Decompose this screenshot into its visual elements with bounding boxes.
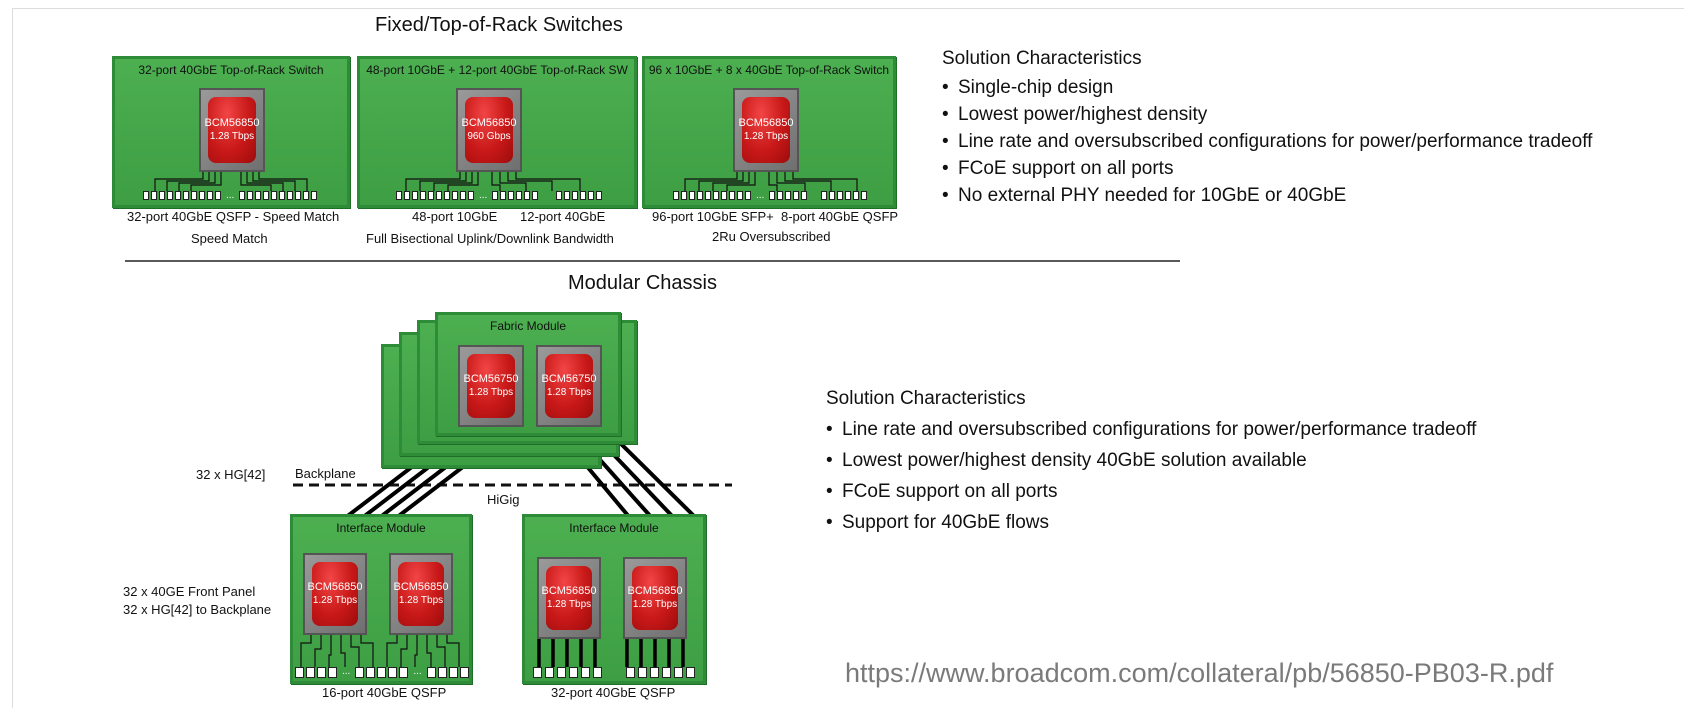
- interface-chip: BCM56850 1.28 Tbps: [389, 553, 453, 635]
- chip-speed: 1.28 Tbps: [546, 599, 592, 610]
- fabric-chip: BCM56750 1.28 Tbps: [536, 345, 602, 427]
- trace-lines: [154, 172, 308, 191]
- board-caption-sub: Speed Match: [191, 231, 268, 246]
- characteristic-item: No external PHY needed for 10GbE or 40Gb…: [942, 182, 1592, 209]
- characteristics-heading: Solution Characteristics: [826, 388, 1026, 409]
- interface-chip: BCM56850 1.28 Tbps: [303, 553, 367, 635]
- characteristic-item: FCoE support on all ports: [942, 155, 1592, 182]
- fabric-module: Fabric Module BCM56750 1.28 Tbps BCM56750…: [435, 312, 621, 436]
- switch-chip: BCM56850 1.28 Tbps: [199, 88, 265, 172]
- board-caption-sub: 2Ru Oversubscribed: [712, 229, 831, 244]
- port-row: ...: [143, 191, 318, 201]
- trace-lines: [684, 172, 858, 191]
- module-caption: 32-port 40GbE QSFP: [551, 685, 676, 700]
- board-caption-left: 48-port 10GbE: [412, 209, 498, 224]
- front-panel-label: 32 x 40GE Front Panel: [123, 584, 256, 599]
- chip-name: BCM56850: [204, 117, 260, 129]
- switch-chip: BCM56850 960 Gbps: [456, 88, 522, 172]
- hg-label: 32 x HG[42]: [196, 467, 266, 482]
- chip-speed: 1.28 Tbps: [398, 595, 444, 606]
- board-caption-right: 12-port 40GbE: [520, 209, 606, 224]
- module-title: Fabric Module: [489, 319, 567, 333]
- board-caption-sub: Full Bisectional Uplink/Downlink Bandwid…: [366, 231, 614, 246]
- chip-speed: 1.28 Tbps: [312, 595, 358, 606]
- chip-name: BCM56750: [541, 373, 597, 385]
- port-row-40gbe: [556, 191, 602, 200]
- chip-speed: 1.28 Tbps: [632, 599, 678, 610]
- characteristic-item: Support for 40GbE flows: [826, 507, 1476, 538]
- board-caption: 32-port 40GbE QSFP - Speed Match: [127, 209, 340, 224]
- board-caption-right: 8-port 40GbE QSFP: [781, 209, 899, 224]
- characteristics-heading: Solution Characteristics: [942, 48, 1142, 69]
- chip-speed: 1.28 Tbps: [743, 131, 789, 142]
- module-title: Interface Module: [336, 521, 426, 535]
- source-url: https://www.broadcom.com/collateral/pb/5…: [845, 658, 1554, 688]
- tor-board-48x10-12x40: 48-port 10GbE + 12-port 40GbE Top-of-Rac…: [357, 56, 637, 208]
- chip-name: BCM56850: [738, 117, 794, 129]
- chip-name: BCM56850: [461, 117, 517, 129]
- chip-speed: 1.28 Tbps: [209, 131, 255, 142]
- characteristic-item: Lowest power/highest density: [942, 101, 1592, 128]
- trace-lines: [537, 639, 685, 667]
- modular-section-title: Modular Chassis: [568, 272, 717, 294]
- chip-speed: 960 Gbps: [467, 131, 511, 142]
- characteristic-item: Single-chip design: [942, 74, 1592, 101]
- fixed-characteristics: Solution Characteristics Single-chip des…: [942, 48, 1592, 209]
- port-row-40gbe: [821, 191, 867, 200]
- modular-characteristics: Solution Characteristics Line rate and o…: [826, 388, 1476, 538]
- chip-name: BCM56850: [541, 585, 597, 597]
- characteristic-item: Lowest power/highest density 40GbE solut…: [826, 445, 1476, 476]
- chip-name: BCM56850: [393, 581, 449, 593]
- module-caption: 16-port 40GbE QSFP: [322, 685, 447, 700]
- module-title: Interface Module: [569, 521, 659, 535]
- port-row-10gbe: ...: [396, 191, 539, 201]
- board-title: 48-port 10GbE + 12-port 40GbE Top-of-Rac…: [366, 63, 628, 77]
- backplane-link-label: 32 x HG[42] to Backplane: [123, 602, 272, 617]
- chip-speed: 1.28 Tbps: [468, 387, 514, 398]
- board-title: 32-port 40GbE Top-of-Rack Switch: [138, 63, 324, 77]
- tor-board-32x40: 32-port 40GbE Top-of-Rack Switch BCM5685…: [112, 56, 350, 208]
- interface-module-16x40: Interface Module BCM56850 1.28 Tbps BCM56…: [290, 514, 472, 684]
- characteristic-item: FCoE support on all ports: [826, 476, 1476, 507]
- chip-name: BCM56850: [627, 585, 683, 597]
- interface-module-32x40: Interface Module BCM56850 1.28 Tbps BCM56…: [522, 514, 706, 684]
- trace-lines: [405, 172, 581, 191]
- tor-board-96x10-8x40: 96 x 10GbE + 8 x 40GbE Top-of-Rack Switc…: [642, 56, 896, 208]
- qsfp-port-row: [533, 667, 695, 678]
- characteristic-item: Line rate and oversubscribed configurati…: [826, 414, 1476, 445]
- qsfp-port-row: ... ...: [295, 667, 469, 678]
- board-caption-left: 96-port 10GbE SFP+: [652, 209, 774, 224]
- chip-name: BCM56750: [463, 373, 519, 385]
- characteristic-item: Line rate and oversubscribed configurati…: [942, 128, 1592, 155]
- backplane-label: Backplane: [295, 466, 356, 481]
- board-title: 96 x 10GbE + 8 x 40GbE Top-of-Rack Switc…: [648, 63, 890, 77]
- fixed-section-title: Fixed/Top-of-Rack Switches: [375, 14, 623, 36]
- switch-chip: BCM56850 1.28 Tbps: [733, 88, 799, 172]
- page-frame: [12, 8, 1684, 708]
- port-row-10gbe: ...: [673, 191, 808, 201]
- interface-chip: BCM56850 1.28 Tbps: [623, 557, 687, 639]
- fabric-chip: BCM56750 1.28 Tbps: [458, 345, 524, 427]
- higig-label: HiGig: [487, 492, 520, 507]
- chip-name: BCM56850: [307, 581, 363, 593]
- interface-chip: BCM56850 1.28 Tbps: [537, 557, 601, 639]
- trace-lines: [300, 635, 460, 667]
- chip-speed: 1.28 Tbps: [546, 387, 592, 398]
